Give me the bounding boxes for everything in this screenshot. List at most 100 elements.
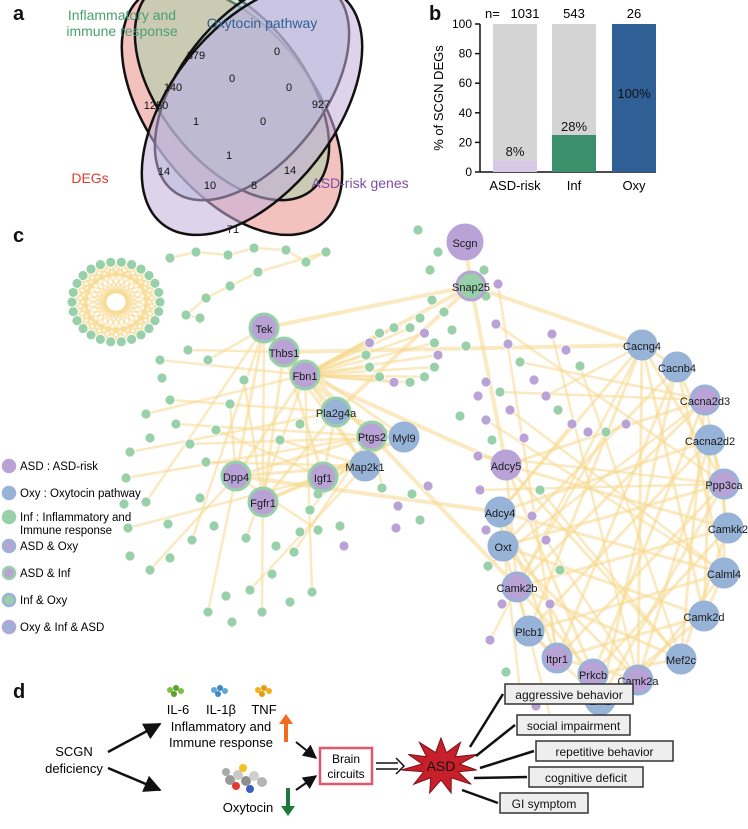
network-node <box>480 414 492 426</box>
network-node <box>544 598 556 610</box>
gene-node-igf1: Igf1 <box>307 461 339 493</box>
mechanism-schematic: SCGN deficiency IL-6 IL-1β TNF Inflammat… <box>45 683 674 816</box>
network-node <box>492 278 504 290</box>
network-node <box>66 296 78 308</box>
network-node <box>266 568 278 580</box>
bar-fraction <box>493 160 537 172</box>
network-node <box>294 418 306 430</box>
network-edge <box>545 343 643 398</box>
network-node <box>143 323 155 334</box>
legend-label: ASD & Oxy <box>20 541 78 553</box>
network-node <box>126 334 138 345</box>
bar-fraction <box>552 135 596 172</box>
network-edge <box>304 341 435 377</box>
gene-node-circle <box>708 468 740 500</box>
network-edge <box>145 373 306 416</box>
bar-percent-label: 28% <box>561 119 587 134</box>
network-node <box>280 244 292 256</box>
network-edge <box>257 250 327 274</box>
network-edge <box>206 475 238 613</box>
y-axis-label: % of SCGN DEGs <box>431 45 446 151</box>
network-node <box>412 224 424 236</box>
legend-item: ASD & Oxy <box>1 538 78 554</box>
gene-label: Camkk2 <box>708 524 748 536</box>
brain-circuits-box <box>318 746 374 786</box>
outcome-box <box>499 792 589 814</box>
panel-label-d: d <box>13 681 25 703</box>
network-node <box>252 266 264 278</box>
network-edge <box>515 586 595 675</box>
network-node <box>202 354 214 366</box>
gene-node-circle <box>247 486 279 518</box>
network-node <box>85 263 97 275</box>
network-edge <box>169 398 337 414</box>
arrow-to-oxytocin <box>107 766 162 792</box>
network-node <box>600 426 612 438</box>
network-node <box>77 270 89 281</box>
network-node <box>154 296 166 308</box>
network-node <box>105 256 117 268</box>
network-node <box>162 518 174 530</box>
outcome-box <box>504 683 634 705</box>
gene-label: Mef2c <box>666 655 696 667</box>
network-edge <box>487 399 706 567</box>
network-node <box>184 438 196 450</box>
gene-label: Oxt <box>494 542 511 554</box>
gene-node-fgfr1: Fgfr1 <box>247 486 279 518</box>
legend-label: Inf : Inflammatory and <box>20 512 131 524</box>
network-edge <box>120 291 160 343</box>
venn-label-inflammatory-1: Inflammatory and <box>68 7 176 23</box>
bar-fraction <box>612 24 656 172</box>
venn-count: 8 <box>251 180 257 192</box>
gene-node-dpp4: Dpp4 <box>220 460 252 492</box>
network-edge <box>304 326 411 377</box>
bar-percent-label: 8% <box>506 144 525 159</box>
network-node <box>270 540 282 552</box>
network-node <box>419 371 430 383</box>
network-edge <box>242 379 265 503</box>
cytokine-il6: IL-6 <box>167 702 189 717</box>
network-edge <box>504 464 595 675</box>
gene-node-circle <box>349 450 381 482</box>
network-node <box>320 246 332 258</box>
network-node <box>414 312 426 324</box>
gene-node-circle <box>320 396 352 428</box>
network-node <box>446 324 458 336</box>
gene-label: Camk2b <box>497 583 538 595</box>
network-node <box>429 337 440 349</box>
outcome-connector <box>461 788 499 805</box>
gene-node-circle <box>501 571 533 603</box>
network-node <box>71 278 83 289</box>
network-node <box>432 349 444 361</box>
network-edge <box>99 263 160 294</box>
venn-count: 1 <box>193 116 199 128</box>
bar-n-label: 543 <box>563 6 585 21</box>
gene-node-circle <box>455 270 487 302</box>
legend-label: ASD : ASD-risk <box>20 461 98 473</box>
network-node <box>560 344 572 356</box>
network-node <box>122 522 134 534</box>
il6-molecule-icon <box>167 685 184 697</box>
network-node <box>404 376 416 388</box>
gene-label: Cacng4 <box>623 341 661 353</box>
y-tick-label: 60 <box>459 76 473 90</box>
gene-node-tek: Tek <box>248 312 280 344</box>
network-edge <box>502 482 725 548</box>
network-node <box>118 498 130 510</box>
network-edge <box>598 483 726 701</box>
legend-item: Oxy : Oxytocin pathway <box>1 485 141 501</box>
network-node <box>153 306 165 317</box>
legend-label: Oxy : Oxytocin pathway <box>20 488 141 500</box>
network-node <box>480 376 492 388</box>
bar-percent-label: 100% <box>617 86 651 101</box>
network-edge <box>591 399 707 675</box>
gene-label: Itpr1 <box>546 654 568 666</box>
network-node <box>164 552 176 564</box>
network-node <box>77 323 89 334</box>
outcome-box <box>528 766 644 788</box>
gene-node-circle <box>688 600 720 632</box>
gene-node-snap25: Snap25 <box>452 270 490 302</box>
network-edge <box>235 474 501 514</box>
network-edge <box>304 373 507 467</box>
